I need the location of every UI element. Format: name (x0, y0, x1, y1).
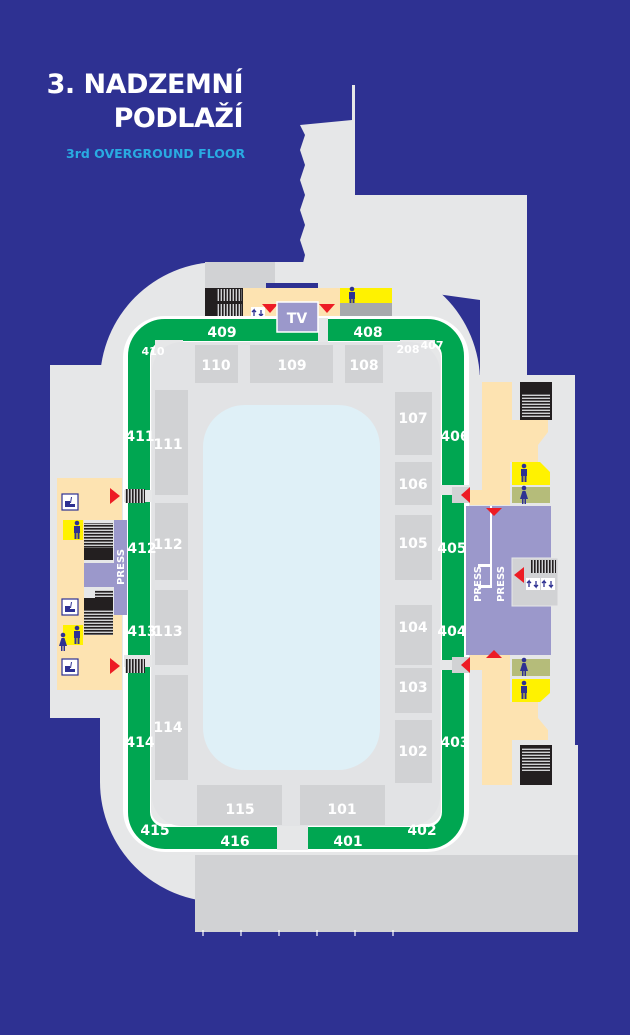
stairs-icon[interactable] (522, 747, 550, 771)
section-408-label: 408 (353, 325, 382, 341)
accessible-restroom-icon (61, 658, 79, 676)
stairs-icon[interactable] (125, 489, 145, 503)
exit-arrow-icon (514, 567, 524, 583)
press-label-left: PRESS (116, 549, 127, 585)
section-404-label: 404 (437, 624, 466, 640)
section-412-label: 412 (127, 541, 156, 557)
section-102-block[interactable] (395, 720, 432, 783)
stairs-icon[interactable] (530, 560, 556, 573)
section-114-label: 114 (153, 720, 182, 736)
section-403-label: 403 (440, 735, 469, 751)
section-410-label: 410 (142, 345, 165, 358)
title-line-2: PODLAŽÍ (113, 103, 244, 134)
section-112-label: 112 (153, 537, 182, 553)
section-104-block[interactable] (395, 605, 432, 665)
page-title: 3. NADZEMNÍ PODLAŽÍ (46, 68, 244, 136)
stairs-icon[interactable] (84, 610, 113, 635)
section-108-label: 108 (349, 358, 378, 374)
section-113-label: 113 (153, 624, 182, 640)
section-103-label: 103 (398, 680, 427, 696)
exit-arrow-icon (486, 508, 502, 516)
section-113-block[interactable] (155, 590, 188, 665)
stairs-icon[interactable] (522, 394, 550, 418)
exit-arrow-icon (319, 304, 335, 313)
accessible-restroom-icon (61, 598, 79, 616)
section-110-block[interactable] (195, 345, 238, 383)
press-area-left (114, 520, 127, 615)
section-416-label: 416 (220, 834, 249, 850)
section-105-label: 105 (398, 536, 427, 552)
section-409-label: 409 (207, 325, 236, 341)
top-service-area (205, 286, 392, 320)
page-subtitle: 3rd OVERGROUND FLOOR (66, 146, 246, 161)
womens-restroom (512, 659, 550, 676)
section-105-block[interactable] (395, 515, 432, 580)
section-414-label: 414 (125, 735, 154, 751)
section-112-block[interactable] (155, 503, 188, 580)
section-101-block[interactable] (300, 785, 385, 825)
accessible-restroom-icon (61, 493, 79, 511)
section-111-block[interactable] (155, 390, 188, 495)
exit-arrow-icon (486, 650, 502, 658)
section-111-label: 111 (153, 437, 182, 453)
stairs-icon[interactable] (84, 523, 113, 548)
section-413-label: 413 (127, 624, 156, 640)
section-102-label: 102 (398, 744, 427, 760)
right-annex: PRESS PRESS (452, 382, 559, 785)
section-107-label: 107 (398, 411, 427, 427)
title-line-1: 3. NADZEMNÍ (46, 69, 244, 100)
stairs-icon[interactable] (217, 289, 242, 301)
ice-rink (203, 405, 380, 770)
top-block (205, 262, 275, 290)
section-415-label: 415 (140, 823, 169, 839)
section-406-label: 406 (440, 429, 469, 445)
section-106-label: 106 (398, 477, 427, 493)
mens-restroom (340, 288, 392, 303)
section-108-block[interactable] (345, 345, 383, 383)
stairs-icon[interactable] (217, 304, 242, 316)
section-103-block[interactable] (395, 668, 432, 713)
section-208-label: 208 (397, 343, 420, 356)
section-107-block[interactable] (395, 392, 432, 455)
section-114-block[interactable] (155, 675, 188, 780)
left-annex: PRESS (57, 478, 145, 690)
tv-booth (276, 301, 319, 333)
section-402-label: 402 (407, 823, 436, 839)
exit-arrow-icon (461, 487, 470, 503)
exit-arrow-icon (461, 657, 470, 673)
stand-ticks (202, 930, 394, 936)
tv-label: TV (287, 311, 308, 327)
lower-stand (195, 855, 578, 932)
press-label-right-1: PRESS (473, 566, 484, 602)
womens-restroom (512, 487, 550, 503)
section-106-block[interactable] (395, 462, 432, 505)
exit-arrow-icon (262, 304, 278, 313)
ring-section-labels: 409 408 410 407 411 406 412 405 413 404 … (125, 325, 469, 850)
exit-arrow-icon (110, 488, 120, 504)
elevator-icon[interactable] (540, 577, 556, 591)
section-115-label: 115 (225, 802, 254, 818)
press-label-right-2: PRESS (496, 566, 507, 602)
section-411-label: 411 (125, 429, 154, 445)
seating-blocks (155, 345, 432, 825)
inner-section-labels: 110 109 108 208 107 106 105 104 103 102 … (153, 343, 427, 818)
section-405-label: 405 (437, 541, 466, 557)
stairs-icon[interactable] (125, 659, 145, 673)
section-109-label: 109 (277, 358, 306, 374)
exit-arrow-icon (110, 658, 120, 674)
section-109-block[interactable] (250, 345, 333, 383)
section-110-label: 110 (201, 358, 230, 374)
section-115-block[interactable] (197, 785, 282, 825)
elevator-icon[interactable] (525, 577, 541, 591)
section-401-label: 401 (333, 834, 362, 850)
section-104-label: 104 (398, 620, 427, 636)
section-407-label: 407 (421, 339, 444, 352)
section-101-label: 101 (327, 802, 356, 818)
